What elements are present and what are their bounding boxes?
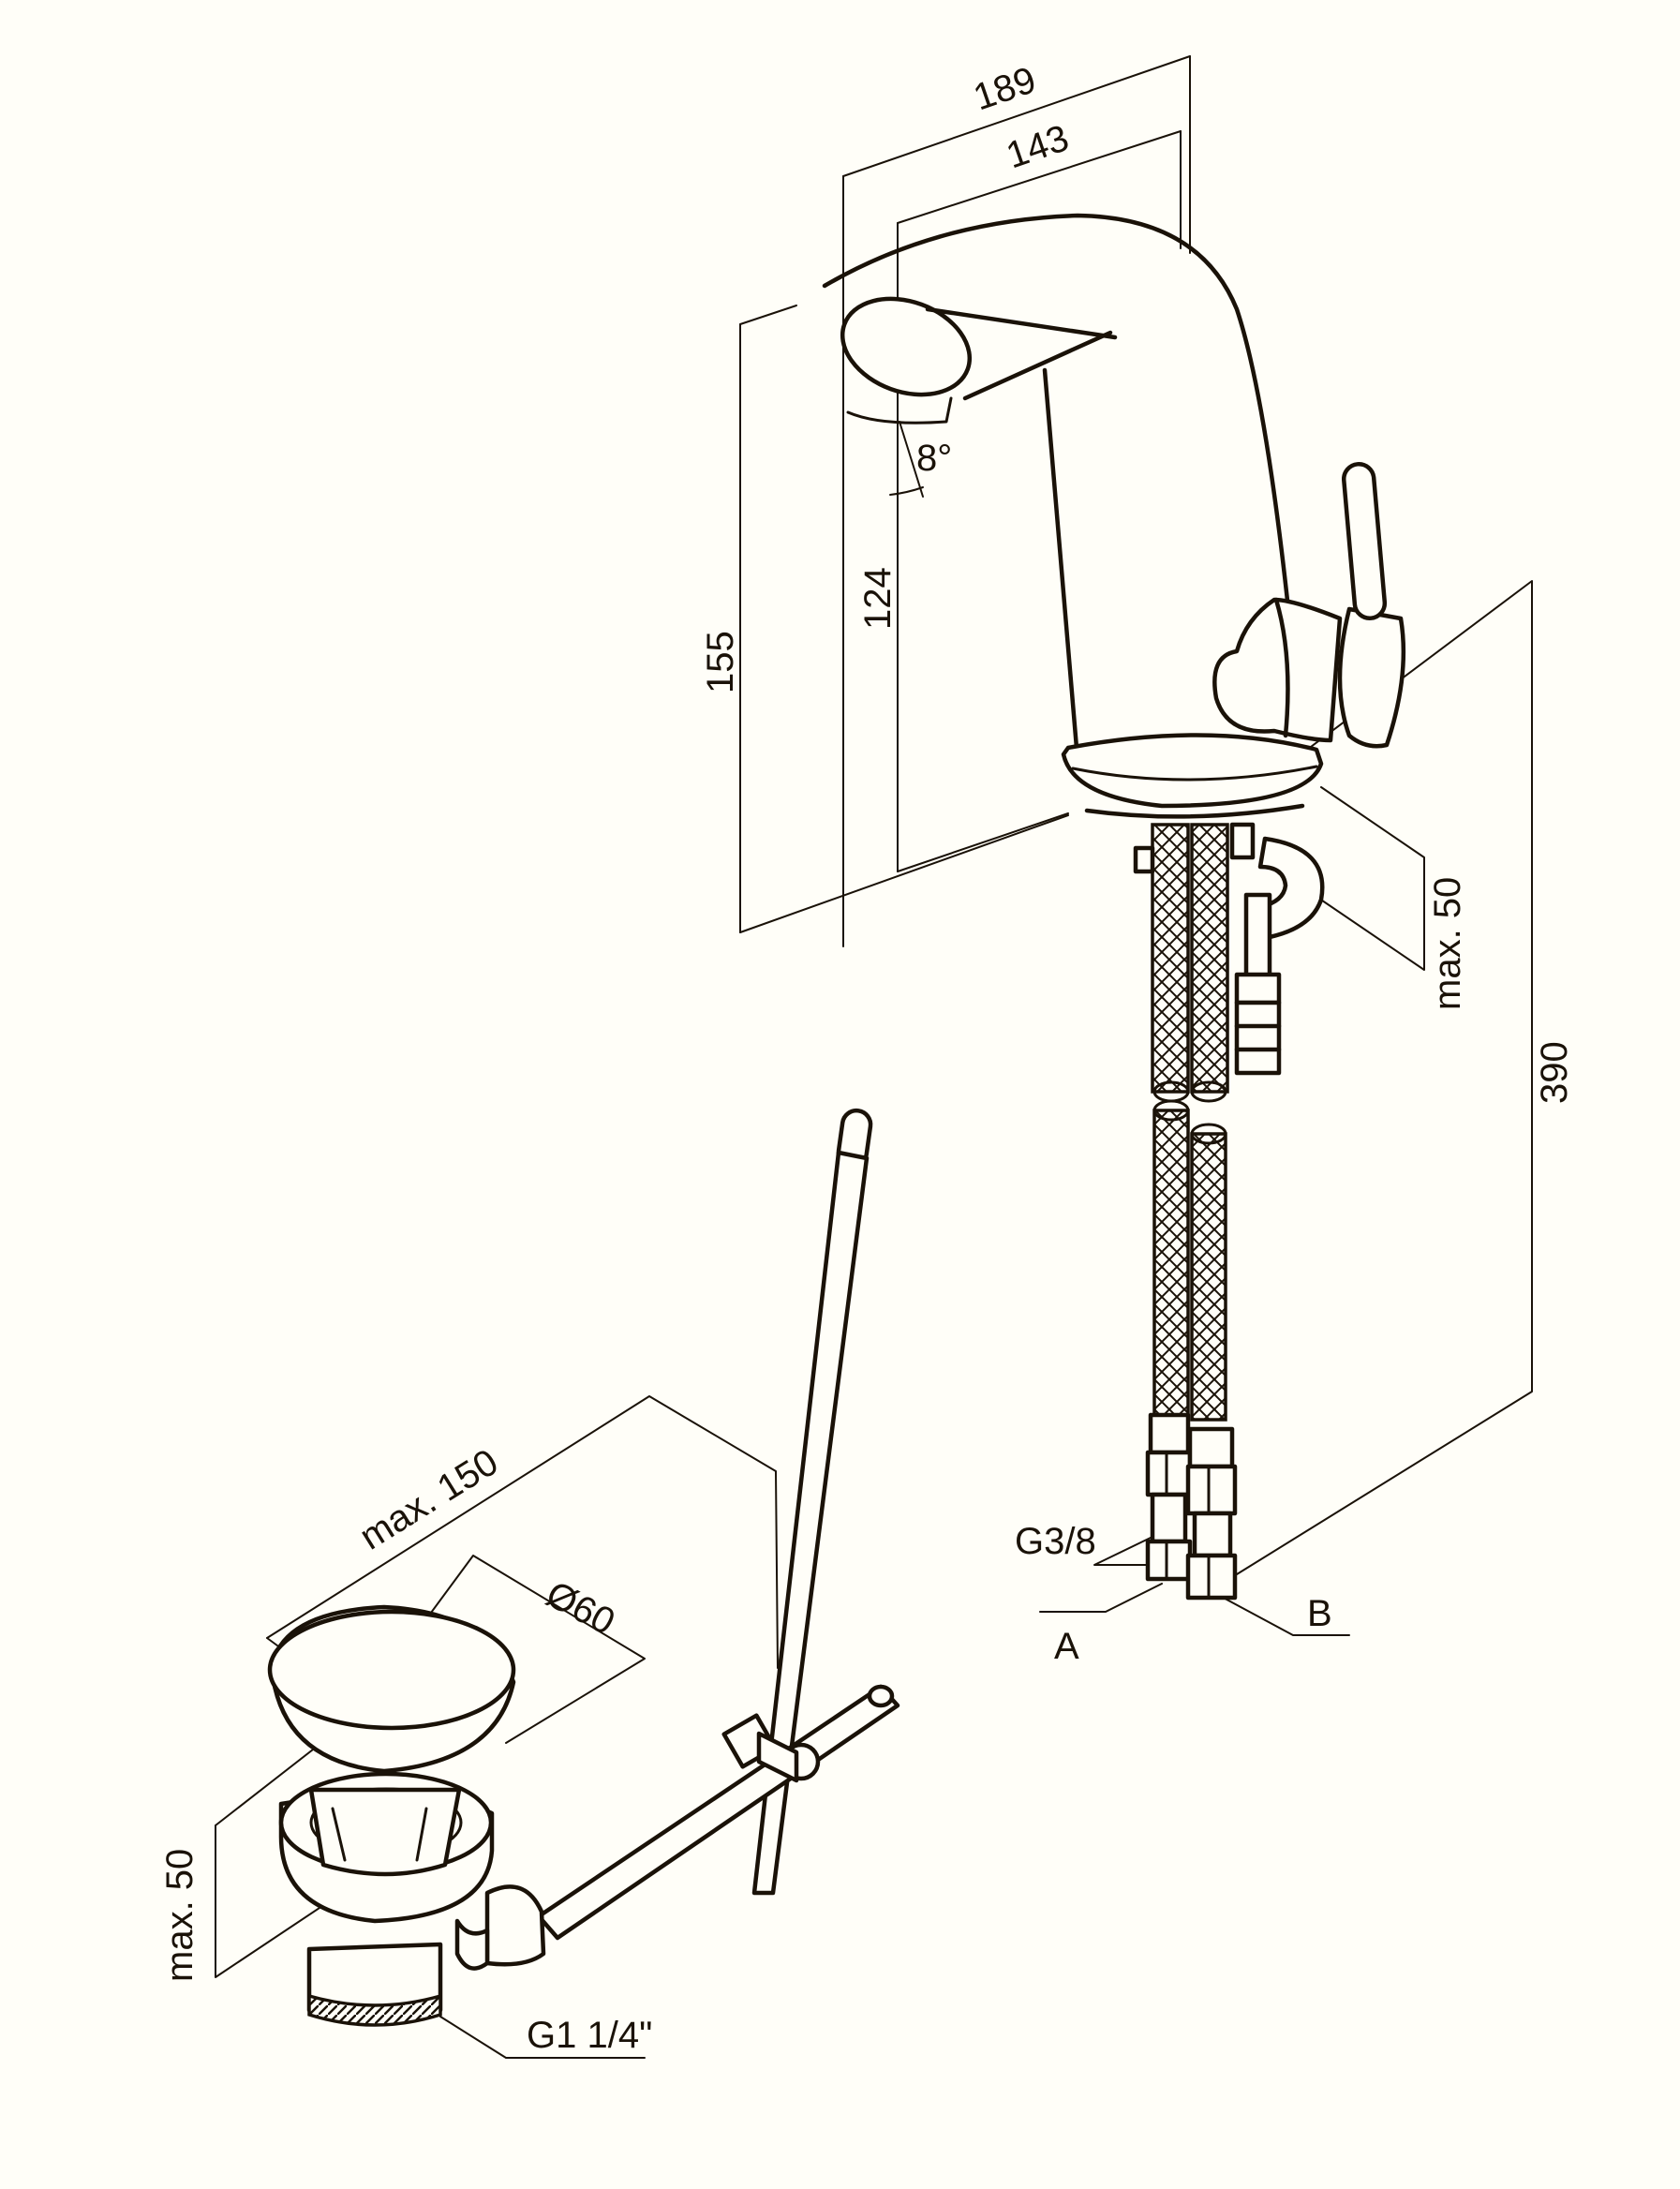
drain-body [267,1604,546,2027]
thread-g114: G1 1/4" [527,2015,652,2056]
dim-max150: max. 150 [352,1441,505,1558]
dim-max50-faucet: max. 50 [1427,877,1468,1010]
dim-143: 143 [1002,117,1074,176]
faucet-dimension-labels: 189 143 155 124 8° max. 50 390 G3/8 A B [700,59,1575,1667]
hose-fittings [1145,1412,1238,1601]
dim-390: 390 [1534,1041,1575,1104]
faucet-dimension-lines [739,55,1533,1636]
dim-124: 124 [857,567,899,630]
dim-8-degree: 8° [916,438,952,479]
faucet-body [822,213,1324,819]
dim-189: 189 [969,59,1041,118]
dim-max50-drain: max. 50 [159,1849,201,1982]
lever-handle [1212,462,1406,749]
label-a: A [1054,1626,1079,1667]
dim-diameter-60: Ø60 [540,1573,621,1643]
supply-hoses [1133,822,1256,1422]
dim-155: 155 [700,631,741,693]
mounting-nut [1234,836,1325,1076]
popup-rod [536,1108,900,1941]
thread-g38: G3/8 [1015,1521,1096,1562]
label-b: B [1307,1593,1332,1634]
